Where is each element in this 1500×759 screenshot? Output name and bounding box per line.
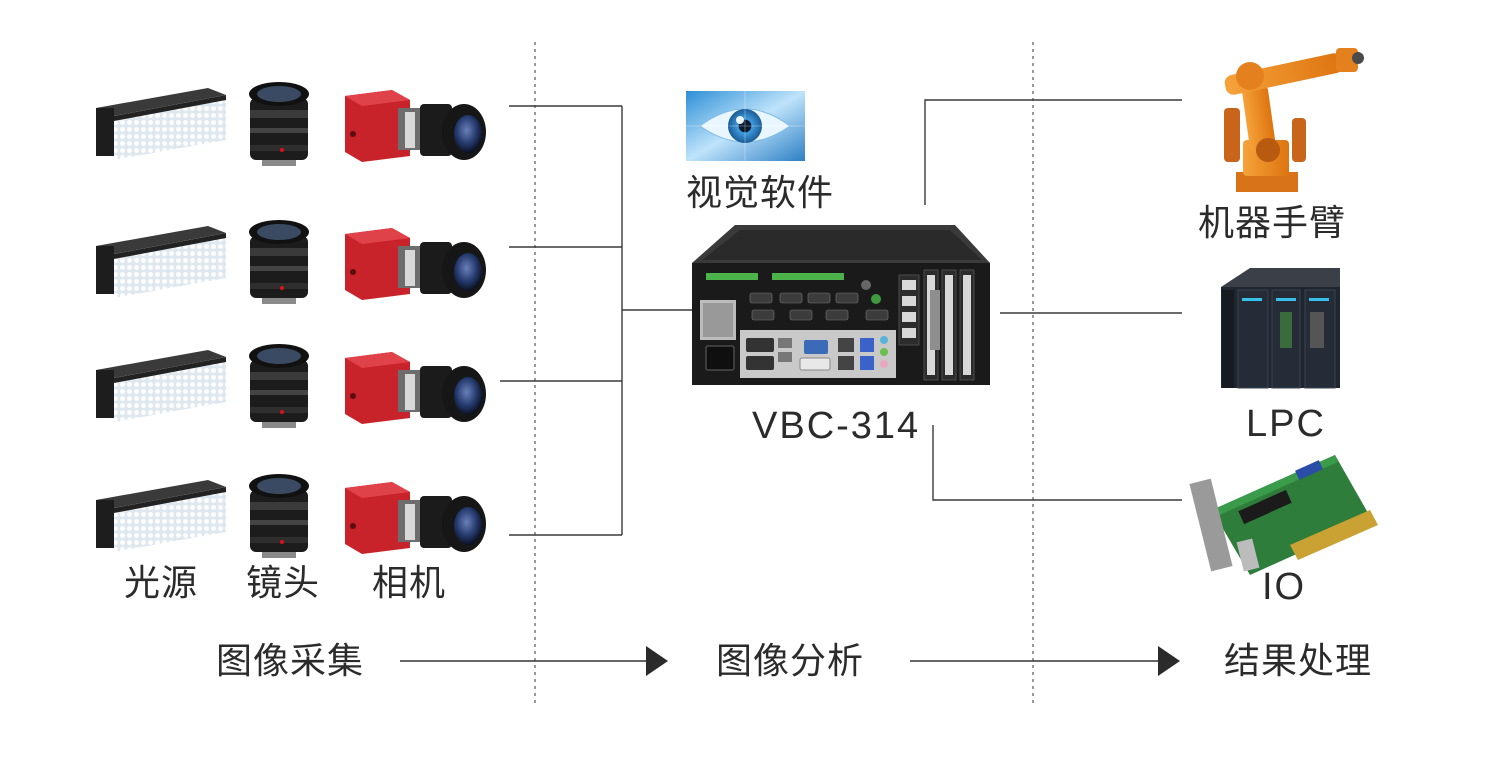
plc-module-icon [1221,268,1340,389]
vision-software-eye-icon [686,91,805,161]
lens-label: 镜头 [246,563,321,604]
acquisition-row-2 [96,220,486,304]
flow-arrow-2 [910,646,1180,676]
vision-software-label: 视觉软件 [686,173,835,214]
acquisition-row-4 [96,474,486,558]
industrial-camera-icon [345,352,486,424]
led-light-bar-icon [96,88,226,160]
stage-acquisition-label: 图像采集 [216,641,365,682]
plc-label: LPC [1246,403,1326,445]
light-source-label: 光源 [124,563,199,604]
acquisition-row-3 [96,344,486,428]
robot-arm-label: 机器手臂 [1198,203,1347,244]
lens-icon [249,82,309,166]
output-connectors [924,99,1182,501]
stage-analysis-label: 图像分析 [716,641,865,682]
acquisition-row-1 [96,82,486,166]
industrial-camera-icon [345,90,486,162]
flow-arrow-1 [400,646,668,676]
vbc-controller-icon [692,225,990,385]
industrial-camera-icon [345,482,486,554]
robot-arm-icon [1224,48,1364,192]
led-light-bar-icon [96,480,226,552]
led-light-bar-icon [96,350,226,422]
lens-icon [249,220,309,304]
lens-icon [249,474,309,558]
lens-icon [249,344,309,428]
stage-processing-label: 结果处理 [1224,641,1373,682]
camera-label: 相机 [372,563,447,604]
industrial-camera-icon [345,228,486,300]
led-light-bar-icon [96,226,226,298]
controller-model-label: VBC-314 [752,405,921,447]
io-label: IO [1262,566,1307,608]
acquisition-connectors [500,105,692,536]
io-card-icon [1189,455,1378,575]
